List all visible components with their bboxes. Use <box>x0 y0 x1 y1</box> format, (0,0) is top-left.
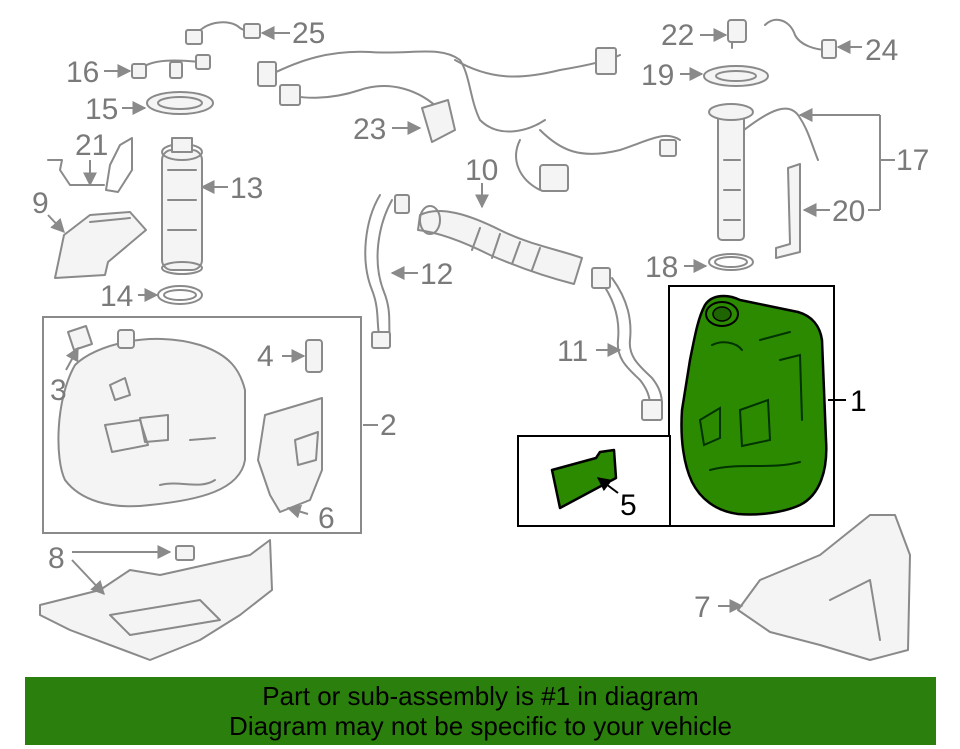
leader-8b <box>71 559 105 596</box>
banner-background <box>25 677 936 745</box>
part-17-fuel-sender[interactable] <box>708 103 819 241</box>
callout-9[interactable]: 9 <box>32 187 49 220</box>
part-18-seal[interactable] <box>708 253 754 271</box>
callout-18[interactable]: 18 <box>645 251 678 284</box>
leader-9 <box>47 214 65 234</box>
part-6-shield[interactable] <box>257 397 323 513</box>
part-19-lock-ring[interactable] <box>703 65 769 87</box>
callout-13[interactable]: 13 <box>230 172 263 205</box>
callout-24[interactable]: 24 <box>865 34 898 67</box>
callout-21[interactable]: 21 <box>75 129 108 162</box>
callout-25[interactable]: 25 <box>292 17 325 50</box>
callout-1[interactable]: 1 <box>850 385 867 418</box>
group-box-2 <box>42 316 362 534</box>
part-1-fuel-tank-highlighted[interactable] <box>680 294 828 516</box>
info-banner: Part or sub-assembly is #1 in diagram Di… <box>25 677 936 745</box>
part-12-vapor-line[interactable] <box>364 194 410 349</box>
part-5-bracket-highlighted[interactable] <box>550 448 618 510</box>
callout-5[interactable]: 5 <box>620 489 637 522</box>
banner-line-1: Part or sub-assembly is #1 in diagram <box>262 681 699 711</box>
callout-11[interactable]: 11 <box>557 335 588 368</box>
part-25-harness-pigtail[interactable] <box>185 21 261 45</box>
callout-8[interactable]: 8 <box>48 542 65 575</box>
callout-7[interactable]: 7 <box>694 591 711 624</box>
callout-17[interactable]: 17 <box>896 144 929 177</box>
part-21-bracket[interactable] <box>47 137 133 193</box>
callout-2[interactable]: 2 <box>380 409 397 442</box>
callout-22[interactable]: 22 <box>661 19 694 52</box>
part-13-fuel-pump-module[interactable] <box>161 137 203 275</box>
callout-10[interactable]: 10 <box>465 154 498 187</box>
part-20-float-arm[interactable] <box>775 163 801 259</box>
callout-19[interactable]: 19 <box>641 59 674 92</box>
part-22-sensor[interactable] <box>727 19 747 49</box>
callout-23[interactable]: 23 <box>353 113 386 146</box>
callout-20[interactable]: 20 <box>832 195 865 228</box>
callout-4[interactable]: 4 <box>257 340 274 373</box>
leader-3 <box>65 346 79 371</box>
callout-6[interactable]: 6 <box>318 502 335 535</box>
callout-15[interactable]: 15 <box>85 93 118 126</box>
part-7-shield[interactable] <box>737 514 911 661</box>
callout-14[interactable]: 14 <box>100 280 133 313</box>
part-9-heat-shield[interactable] <box>54 211 147 279</box>
part-23-wiring-harness[interactable] <box>257 47 681 192</box>
part-4-valve[interactable] <box>305 339 323 373</box>
part-14-seal[interactable] <box>157 285 203 305</box>
leader-5 <box>596 477 619 494</box>
part-15-lock-ring[interactable] <box>146 91 214 115</box>
part-8-skid-plate[interactable] <box>39 539 273 661</box>
banner-line-2: Diagram may not be specific to your vehi… <box>229 711 732 741</box>
callout-3[interactable]: 3 <box>50 374 67 407</box>
leader-6 <box>286 504 309 519</box>
part-3-label[interactable] <box>67 325 93 351</box>
callout-12[interactable]: 12 <box>420 258 453 291</box>
part-24-vent-hose[interactable] <box>764 18 837 59</box>
part-10-filler-pipe[interactable] <box>417 205 583 285</box>
part-2-fuel-tank[interactable] <box>57 329 246 508</box>
callout-16[interactable]: 16 <box>66 56 99 89</box>
part-16-connector-harness[interactable] <box>131 54 211 79</box>
part-11-fuel-hose[interactable] <box>591 267 663 421</box>
